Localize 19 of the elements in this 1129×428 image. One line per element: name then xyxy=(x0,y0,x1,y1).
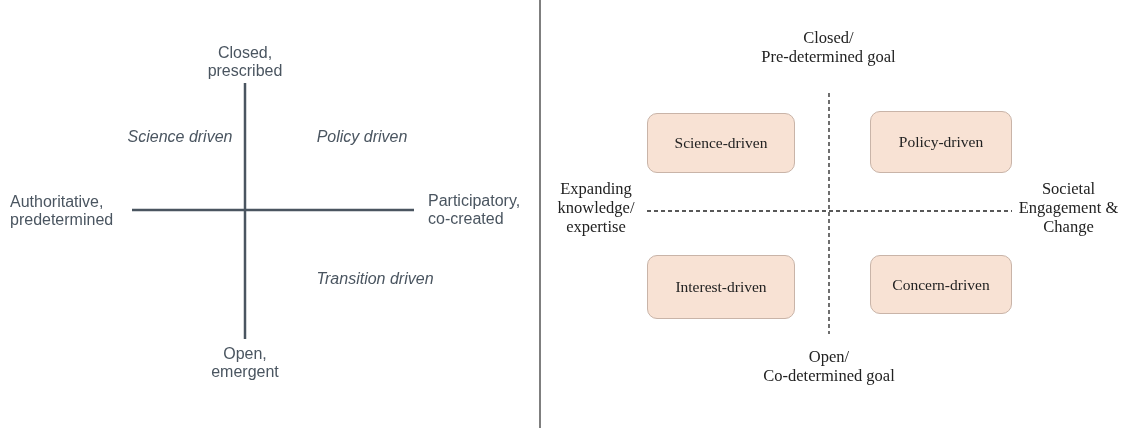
quadrant-label: Science driven xyxy=(126,128,234,147)
axis-label: Closed/ Pre-determined goal xyxy=(760,29,897,67)
axis-label: Expanding knowledge/ expertise xyxy=(556,180,636,237)
axis-label: Closed, prescribed xyxy=(206,44,284,81)
rounded-box xyxy=(647,113,795,173)
axis-label: Authoritative, predetermined xyxy=(10,193,115,230)
box-label: Interest-driven xyxy=(675,278,767,296)
rounded-box xyxy=(647,255,795,319)
box-label: Policy-driven xyxy=(898,133,984,151)
quadrant-label: Transition driven xyxy=(315,270,435,289)
axis-label: Open, emergent xyxy=(210,345,280,382)
box-label: Science-driven xyxy=(674,134,768,152)
quadrant-label: Policy driven xyxy=(315,128,409,147)
axis-label: Open/ Co-determined goal xyxy=(762,348,896,386)
axis-label: Participatory, co-created xyxy=(428,192,522,229)
rounded-box xyxy=(870,255,1012,314)
box-label: Concern-driven xyxy=(892,275,990,294)
rounded-box xyxy=(870,111,1012,173)
axis-label: Societal Engagement & Change xyxy=(1017,180,1120,237)
